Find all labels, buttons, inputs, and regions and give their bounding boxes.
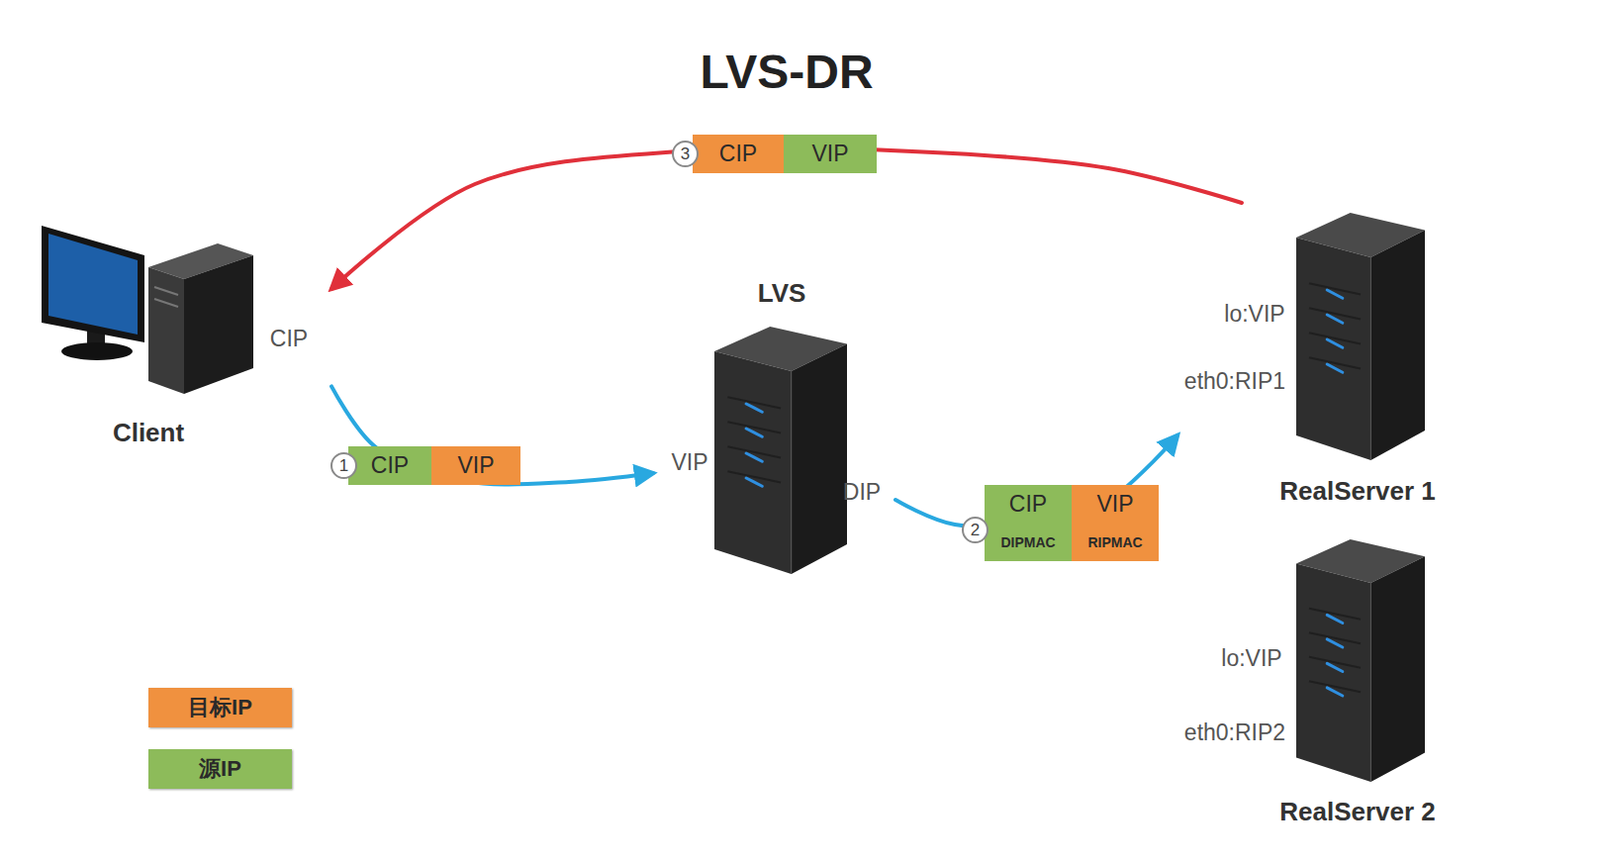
- packet-field: VIP: [783, 134, 877, 174]
- server-icon: [714, 326, 848, 574]
- node-name: LVS: [757, 278, 807, 309]
- interface-label: lo:VIP: [1223, 300, 1285, 328]
- computer-icon: [41, 225, 254, 394]
- interface-label: eth0:RIP2: [1184, 719, 1286, 747]
- flow-arrow: [331, 385, 654, 484]
- packet-field: CIP: [348, 446, 432, 485]
- interface-label: VIP: [670, 449, 708, 476]
- legend-swatch: 源IP: [148, 749, 292, 789]
- legend-swatch: 目标IP: [148, 687, 292, 728]
- real-server: lo:VIP eth0:RIP1RealServer 1: [1177, 202, 1455, 510]
- node-name: RealServer 2: [1279, 796, 1436, 828]
- callout-number: 3: [671, 140, 699, 168]
- interface-label: lo:VIP: [1221, 645, 1282, 672]
- node-name: RealServer 1: [1279, 475, 1436, 507]
- packet-field: CIP: [984, 484, 1072, 524]
- callout-number: 2: [961, 516, 989, 544]
- diagram-title: LVS-DR: [699, 44, 873, 99]
- server-illustration: [1296, 539, 1425, 782]
- server-illustration: [1296, 212, 1425, 461]
- callout-number: 1: [330, 452, 358, 479]
- interface-label: eth0:RIP1: [1184, 368, 1286, 395]
- packet-field: CIP: [692, 134, 784, 174]
- lvs-server: LVS VIP DIP: [653, 272, 896, 579]
- interface-label: DIP: [843, 478, 881, 506]
- server-icon: [1296, 212, 1425, 461]
- interface-label: CIP: [270, 325, 308, 353]
- server-illustration: [714, 326, 848, 574]
- legend-text: 源IP: [198, 753, 242, 784]
- legend-text: 目标IP: [188, 692, 253, 723]
- flow-arrow: [895, 435, 1178, 529]
- server-icon: [1296, 539, 1425, 782]
- packet-field: VIP: [431, 446, 521, 485]
- packet-field: VIP: [1071, 484, 1159, 524]
- packet-field: DIPMAC: [984, 523, 1072, 562]
- real-server: lo:VIP eth0:RIP2RealServer 2: [1177, 529, 1455, 837]
- client-computer: CIP Client: [39, 217, 332, 456]
- packet-field: RIPMAC: [1071, 523, 1159, 562]
- node-name: Client: [112, 417, 185, 449]
